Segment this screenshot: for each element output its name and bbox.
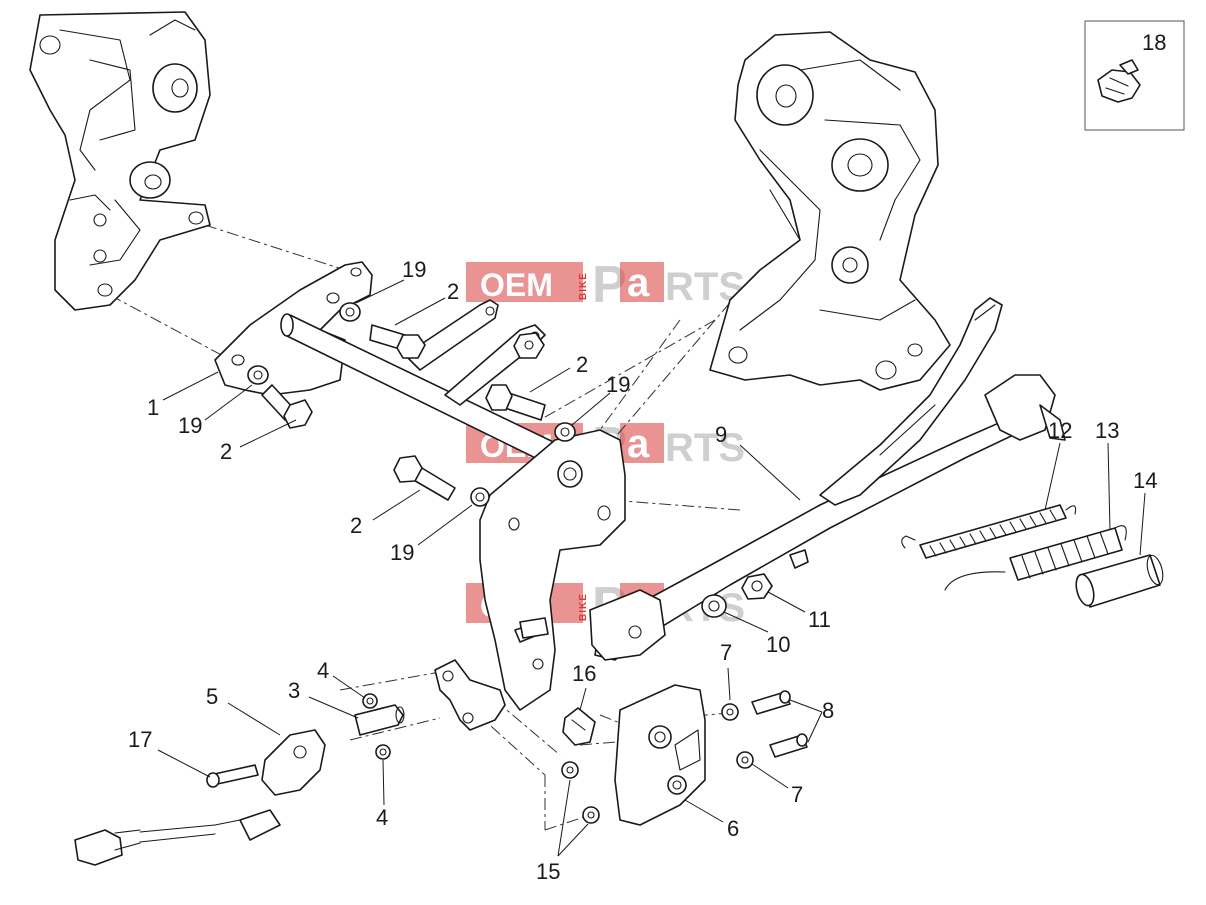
callout-4: 4 [376,805,388,830]
part-2-bolt-left [261,384,313,429]
part-17-screw [206,764,259,788]
left-frame-bracket [29,11,211,311]
watermark-oem: OEM [480,267,553,303]
part-11-nut [741,573,773,600]
part-18-inset-box [1084,20,1185,131]
part-7-washers [721,703,754,769]
callout-4: 4 [317,658,329,683]
part-14-sleeve [1075,554,1164,608]
callout-2: 2 [576,352,588,377]
switch-mount-plate [434,659,506,731]
callout-12: 12 [1048,418,1072,443]
callout-14: 14 [1133,468,1157,493]
part-8-screws [751,690,808,758]
callout-9: 9 [715,422,727,447]
watermark-bike: BIKE [578,272,589,300]
leader-lines [157,279,1146,857]
part-19-washers [247,302,576,507]
callout-19: 19 [606,372,630,397]
callout-7: 7 [791,782,803,807]
right-frame-bracket [709,31,951,391]
watermark-bike: BIKE [578,593,589,621]
callout-8: 8 [822,698,834,723]
part-16-clip [562,707,596,746]
part-2-bolt-mid-right [485,384,546,421]
callout-19: 19 [390,540,414,565]
callout-15: 15 [536,859,560,884]
callout-11: 11 [808,607,831,632]
callout-6: 6 [727,816,739,841]
part-15-washers [561,761,600,824]
part-13-spring [944,525,1127,591]
nut-upper-right [513,332,545,359]
callout-1: 1 [147,395,159,420]
callout-3: 3 [288,678,300,703]
watermark-a: a [627,261,650,305]
watermark-rts: RTS [665,426,745,470]
callout-2: 2 [220,439,232,464]
part-6-cover [614,684,706,826]
callout-10: 10 [766,632,790,657]
callout-numbers: 1 19 2 19 2 2 19 2 19 9 12 13 14 11 10 7… [128,30,1166,884]
callout-5: 5 [206,684,218,709]
part-4-washers [362,693,391,760]
callout-7: 7 [720,640,732,665]
callout-17: 17 [128,727,152,752]
callout-19: 19 [178,413,202,438]
watermark-a: a [627,422,650,466]
part-1-pivot-plate [214,261,571,471]
callout-19: 19 [402,257,426,282]
part-12-spring [901,504,1077,559]
part-3-pin [354,704,405,736]
callout-16: 16 [572,661,596,686]
watermark-1: OEM BIKE P a RTS [466,256,745,314]
stand-mount-plate [479,429,626,711]
part-5-sidestand-switch [74,729,326,866]
callout-2: 2 [350,513,362,538]
part-2-bolt-upper [369,324,426,359]
part-10-washer [701,594,727,618]
part-2-bolt-lower [393,455,456,501]
callout-2: 2 [447,279,459,304]
callout-13: 13 [1095,418,1119,443]
callout-18: 18 [1142,30,1166,55]
